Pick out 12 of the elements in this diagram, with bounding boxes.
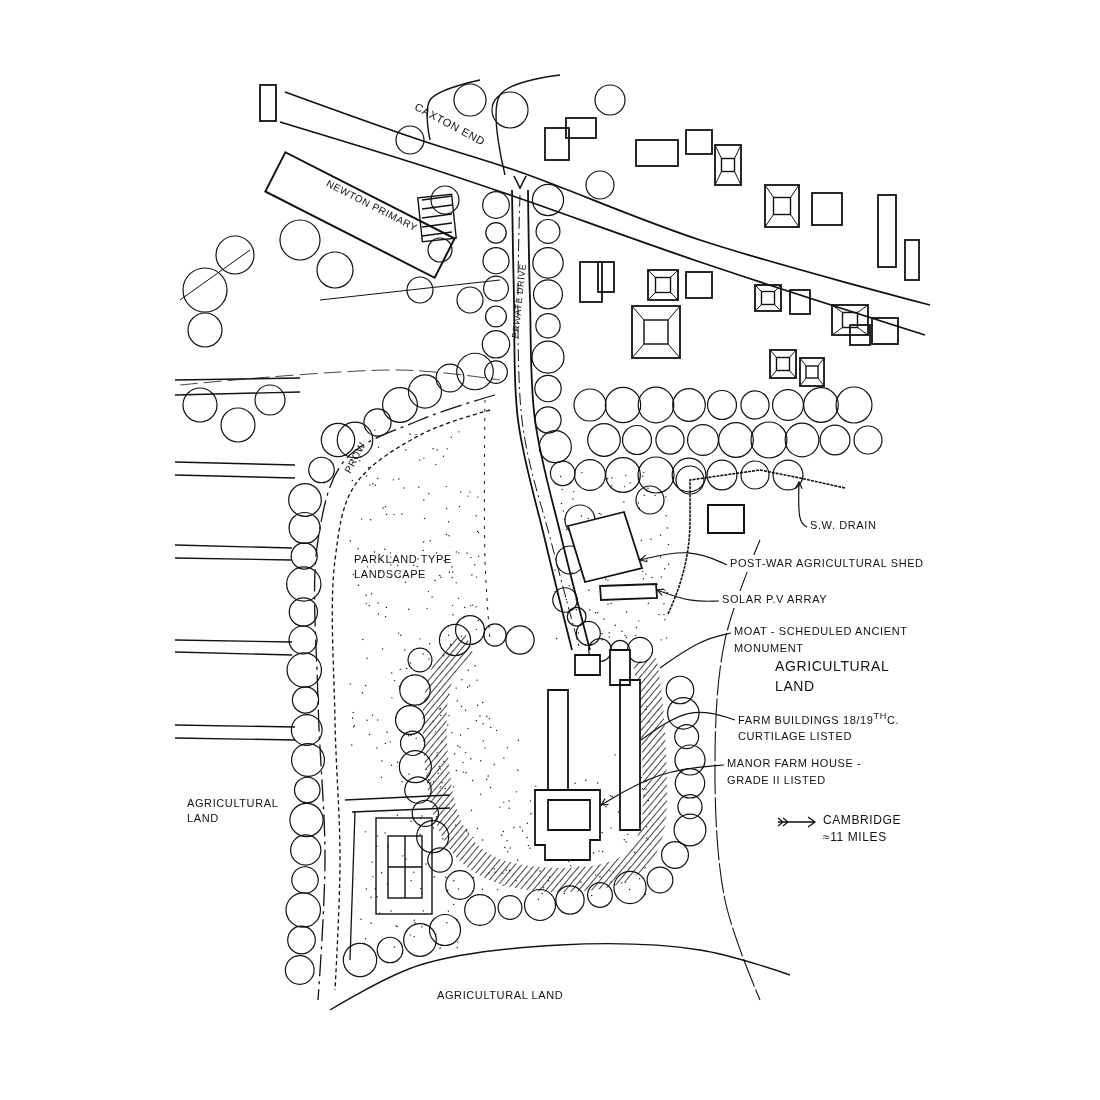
- map-label: PARKLAND TYPE LANDSCAPE: [354, 552, 453, 583]
- map-label: AGRICULTURAL LAND: [187, 796, 279, 827]
- leader-line: [794, 481, 808, 528]
- solar-array: [599, 583, 658, 601]
- leader-line: [639, 552, 728, 566]
- leader-line: [640, 711, 736, 741]
- map-label: AGRICULTURAL LAND: [437, 988, 565, 1003]
- leader-line: [656, 588, 720, 602]
- moat-band: [422, 634, 667, 892]
- map-label: CAMBRIDGE ≈11 MILES: [823, 812, 903, 846]
- leader-line: [600, 764, 725, 806]
- leader-line: [659, 632, 732, 669]
